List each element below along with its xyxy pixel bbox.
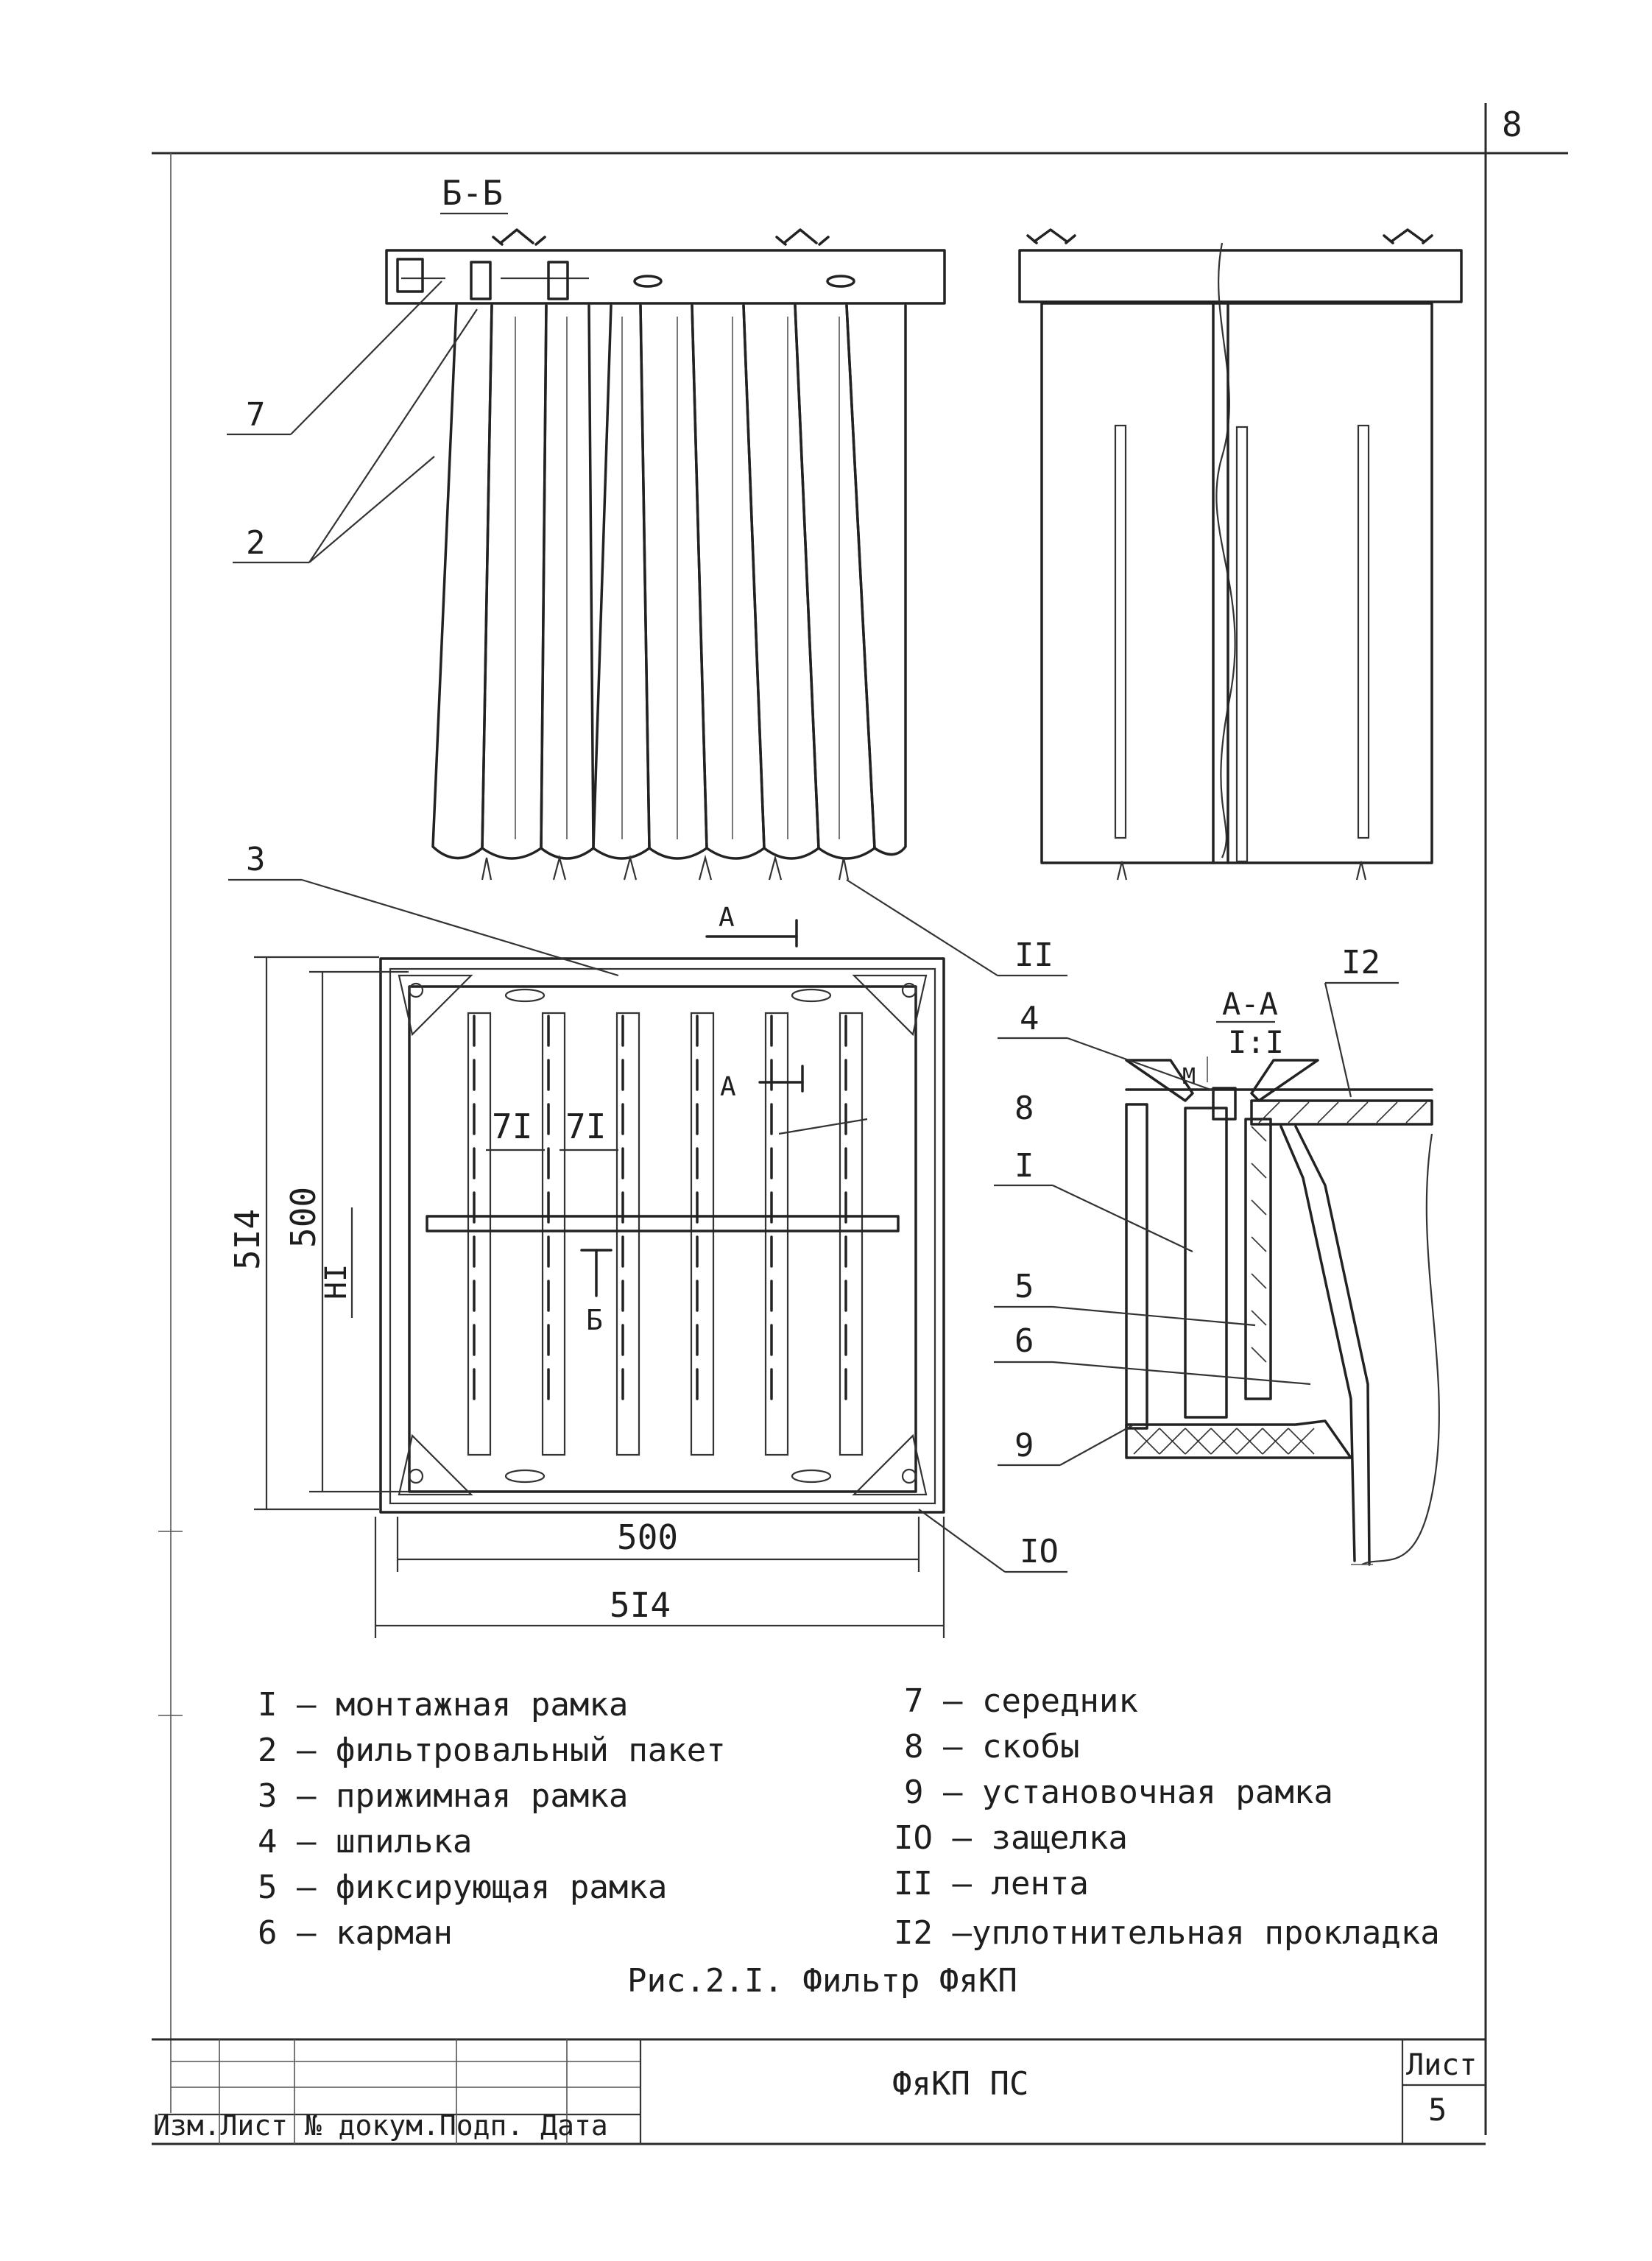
sheet-frame <box>152 103 1568 2145</box>
callout-leaders <box>227 281 1399 1573</box>
sheet-number: 5 <box>1428 2092 1447 2128</box>
dim-small-height: HI <box>320 1264 353 1299</box>
sheet-label: Лист <box>1406 2048 1477 2082</box>
filter-plan-view <box>254 919 945 1638</box>
dim-pitch-2: 7I <box>565 1107 606 1146</box>
section-aa-label: А-А <box>1222 986 1278 1022</box>
title-block <box>152 2038 1486 2144</box>
figure-caption: Рис.2.I. Фильтр ФяКП <box>627 1962 1017 2000</box>
legend-item: 4 – шпилька <box>258 1823 472 1860</box>
dim-pitch-1: 7I <box>492 1107 532 1146</box>
callout-11: II <box>1014 937 1053 974</box>
callout-3: 3 <box>246 841 266 878</box>
callout-10: IO <box>1020 1533 1059 1570</box>
marker-a-right: А <box>720 1072 736 1102</box>
legend-item: 8 – скобы <box>904 1728 1079 1766</box>
legend-item: IO – защелка <box>894 1819 1128 1857</box>
marker-m: М <box>1182 1064 1196 1090</box>
dim-inner-width: 500 <box>617 1517 678 1557</box>
filter-side-view <box>1018 228 1463 881</box>
legend-item: 6 – карман <box>258 1914 453 1952</box>
callout-6: 6 <box>1014 1322 1034 1360</box>
legend-item: 5 – фиксирующая рамка <box>258 1869 667 1906</box>
legend-item: I – монтажная рамка <box>258 1686 628 1724</box>
callout-1: I <box>1014 1147 1034 1185</box>
marker-b: Б <box>586 1304 603 1336</box>
callout-9: 9 <box>1014 1427 1034 1464</box>
section-bb-label: Б-Б <box>442 173 503 213</box>
dim-inner-height: 500 <box>283 1187 323 1248</box>
legend-item: 3 – прижимная рамка <box>258 1777 628 1815</box>
callout-2: 2 <box>246 524 266 562</box>
filter-bags <box>431 304 907 860</box>
filter-front-view <box>385 228 946 881</box>
section-aa-scale: I:I <box>1228 1024 1284 1060</box>
legend-item: I2 –уплотнительная прокладка <box>894 1914 1440 1952</box>
page-number: 8 <box>1502 105 1522 144</box>
callout-8: 8 <box>1014 1090 1034 1127</box>
legend-item: 9 – установочная рамка <box>904 1774 1333 1811</box>
legend-item: II – лента <box>894 1865 1089 1902</box>
ribbon-ties <box>481 854 850 881</box>
callout-12: I2 <box>1341 944 1380 981</box>
legend-item: 7 – середник <box>904 1682 1138 1720</box>
legend: I – монтажная рамка 2 – фильтровальный п… <box>258 1682 1440 1952</box>
legend-item: 2 – фильтровальный пакет <box>258 1732 726 1769</box>
dim-outer-width: 5I4 <box>610 1585 671 1625</box>
doc-code: ФяКП ПС <box>892 2065 1028 2103</box>
title-columns-label: Изм.Лист № докум.Подп. Дата <box>153 2109 608 2142</box>
callout-5: 5 <box>1014 1268 1034 1305</box>
dim-outer-height: 5I4 <box>227 1209 267 1270</box>
section-aa-detail <box>1125 1057 1440 1566</box>
callout-7: 7 <box>246 396 266 434</box>
callout-4: 4 <box>1020 1000 1039 1037</box>
marker-a-top: А <box>719 903 735 933</box>
